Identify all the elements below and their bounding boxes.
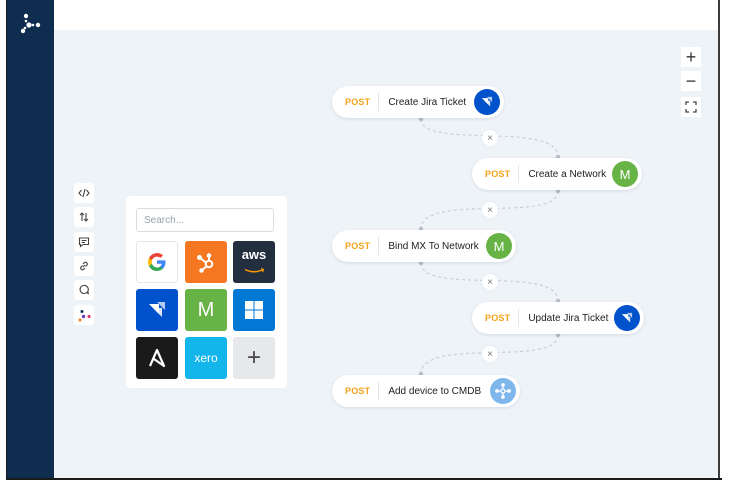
workflow-node-add-device-to-cmdb[interactable]: POST Add device to CMDB bbox=[332, 375, 520, 407]
node-label: Bind MX To Network bbox=[388, 240, 479, 252]
sort-arrows-icon bbox=[79, 212, 89, 222]
app-tile-google[interactable] bbox=[136, 241, 178, 283]
remove-connection-button[interactable]: × bbox=[482, 274, 498, 290]
app-tile-xero[interactable]: xero bbox=[185, 337, 227, 379]
app-tile-meraki[interactable]: M bbox=[185, 289, 227, 331]
app-tile-hubspot[interactable] bbox=[185, 241, 227, 283]
top-bar bbox=[54, 0, 718, 30]
triad-dots-logo-icon[interactable] bbox=[20, 12, 42, 36]
google-icon bbox=[148, 253, 166, 271]
aws-smile bbox=[244, 267, 265, 272]
node-label: Create a Network bbox=[528, 168, 607, 180]
meraki-icon: M bbox=[612, 161, 638, 187]
http-method-badge: POST bbox=[332, 237, 380, 255]
code-icon bbox=[78, 188, 90, 198]
link-tool-button[interactable] bbox=[74, 256, 94, 276]
aws-icon: aws bbox=[241, 246, 267, 262]
jira-icon bbox=[149, 302, 165, 317]
meraki-icon: M bbox=[486, 233, 512, 259]
brand-logo-icon bbox=[78, 309, 90, 321]
hubspot-icon bbox=[197, 253, 214, 273]
messages-tool-button[interactable] bbox=[74, 280, 94, 300]
node-service-badge bbox=[474, 89, 500, 115]
http-method-badge: POST bbox=[332, 93, 380, 111]
app-tile-ansible[interactable] bbox=[136, 337, 178, 379]
workflow-node-update-jira-ticket[interactable]: POST Update Jira Ticket bbox=[472, 302, 644, 334]
remove-connection-button[interactable]: × bbox=[482, 130, 498, 146]
window-frame bbox=[6, 0, 722, 480]
http-method-badge: POST bbox=[472, 165, 520, 183]
app-tile-aws[interactable]: aws bbox=[233, 241, 275, 283]
jira-icon bbox=[481, 96, 493, 107]
jira-icon bbox=[621, 312, 633, 323]
plus-icon: + bbox=[246, 344, 261, 371]
integrations-panel: aws M xero + bbox=[126, 196, 287, 388]
http-method-badge: POST bbox=[472, 309, 520, 327]
xero-icon: xero bbox=[194, 351, 218, 365]
fullscreen-icon bbox=[685, 101, 697, 113]
meraki-icon: M bbox=[197, 298, 215, 321]
messages-icon bbox=[79, 284, 90, 295]
remove-connection-button[interactable]: × bbox=[482, 202, 498, 218]
workflow-node-create-jira-ticket[interactable]: POST Create Jira Ticket bbox=[332, 86, 504, 118]
remove-connection-button[interactable]: × bbox=[482, 346, 498, 362]
workflow-node-bind-mx-to-network[interactable]: POST Bind MX To Network M bbox=[332, 230, 516, 262]
zoom-in-button[interactable]: + bbox=[681, 47, 701, 67]
brand-tool-button[interactable] bbox=[74, 305, 94, 325]
comment-tool-button[interactable] bbox=[74, 232, 94, 252]
zoom-out-button[interactable]: − bbox=[681, 71, 701, 91]
add-app-button[interactable]: + bbox=[233, 337, 275, 379]
cmdb-icon bbox=[495, 383, 511, 399]
http-method-badge: POST bbox=[332, 382, 380, 400]
windows-icon bbox=[245, 301, 263, 319]
node-service-badge bbox=[614, 305, 640, 331]
node-label: Update Jira Ticket bbox=[528, 312, 609, 324]
sidebar bbox=[7, 0, 54, 478]
sort-tool-button[interactable] bbox=[74, 207, 94, 227]
link-icon bbox=[80, 261, 88, 271]
window-edge bbox=[718, 0, 720, 478]
ansible-icon bbox=[148, 348, 166, 368]
code-tool-button[interactable] bbox=[74, 183, 94, 203]
comment-icon bbox=[78, 237, 90, 248]
node-service-badge bbox=[490, 378, 516, 404]
node-label: Create Jira Ticket bbox=[388, 96, 467, 108]
app-tile-windows[interactable] bbox=[233, 289, 275, 331]
app-tile-jira[interactable] bbox=[136, 289, 178, 331]
fit-view-button[interactable] bbox=[681, 97, 701, 117]
search-input[interactable] bbox=[136, 208, 274, 232]
workflow-node-create-a-network[interactable]: POST Create a Network M bbox=[472, 158, 642, 190]
node-label: Add device to CMDB bbox=[388, 385, 482, 397]
